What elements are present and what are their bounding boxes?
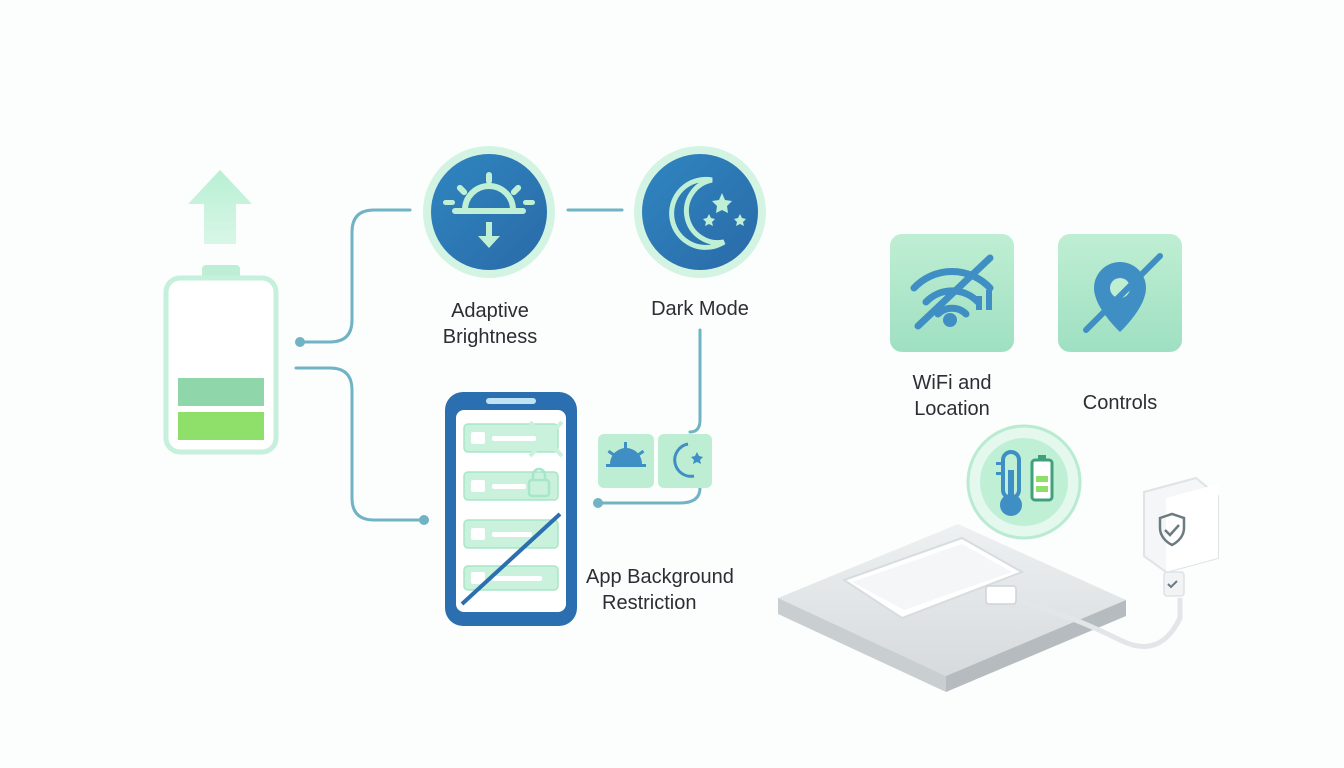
adaptive-brightness-label-line2: Brightness [442,326,538,348]
app-background-restriction-label-line2: Restriction [602,592,697,614]
controls-label: Controls [1082,392,1158,414]
wifi-location-label-line1: WiFi and [912,372,992,394]
wifi-location-label-line2: Location [914,398,990,420]
moon-stars-icon [634,146,766,278]
adaptive-brightness-label-line1: Adaptive [451,300,529,322]
app-background-restriction-label: App Background Restriction [586,564,766,616]
sun-brightness-down-icon [423,146,555,278]
app-background-restriction-label-line1: App Background [586,566,734,588]
brightness-dark-toggles [598,434,712,488]
charging-pad-phone-icon [778,524,1183,692]
thermometer-battery-icon [966,424,1082,540]
connector-icons-to-phone [596,486,702,505]
location-off-icon [1058,234,1182,352]
connector-darkmode-down [688,328,702,434]
connector-dot [295,337,305,347]
arrow-up-icon [188,170,252,244]
connector-dot [419,515,429,525]
adaptive-brightness-label: Adaptive Brightness [420,298,560,350]
wifi-location-label: WiFi and Location [880,370,1024,422]
connector-battery-to-phone [294,366,426,522]
shield-charger-icon [1143,476,1219,597]
battery-charging-icon [163,265,279,455]
connector-battery-to-brightness [298,208,412,344]
phone-app-list-icon [445,392,577,626]
connector-dot [593,498,603,508]
connector-lines [294,208,702,522]
dark-mode-label: Dark Mode [651,298,749,320]
wifi-off-icon [890,234,1014,352]
